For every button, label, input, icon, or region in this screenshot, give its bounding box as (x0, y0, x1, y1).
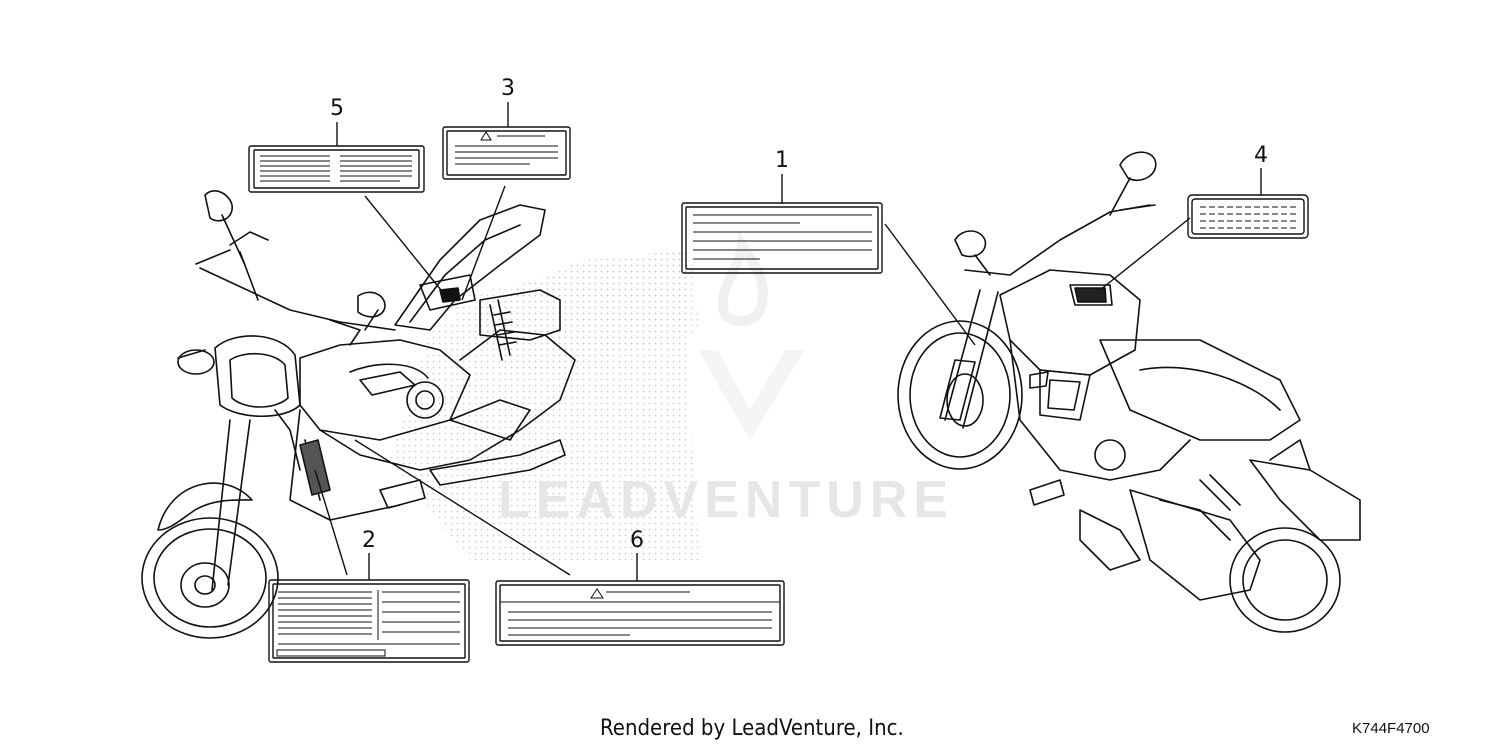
callout-1: 1 (775, 148, 789, 173)
callout-4: 4 (1254, 143, 1268, 168)
leader-lines (314, 102, 1262, 581)
callout-5: 5 (330, 96, 344, 121)
diagram-code: K744F4700 (1352, 720, 1430, 737)
label-6-decal (495, 580, 785, 646)
rendered-by-footer: Rendered by LeadVenture, Inc. (600, 716, 904, 741)
right-motorcycle-drawing (897, 151, 1361, 633)
label-5-decal (248, 145, 425, 193)
label-1-decal (681, 202, 883, 274)
callout-2: 2 (362, 528, 376, 553)
dotted-shading (390, 248, 700, 560)
leadventure-logo-watermark (698, 228, 805, 440)
label-3-decal (442, 126, 571, 180)
label-2-decal (268, 579, 470, 663)
left-motorcycle-drawing (141, 190, 576, 639)
label-4-decal (1187, 194, 1309, 239)
leadventure-watermark-text: LEADVENTURE (498, 471, 955, 529)
callout-3: 3 (501, 76, 515, 101)
callout-6: 6 (630, 528, 644, 553)
